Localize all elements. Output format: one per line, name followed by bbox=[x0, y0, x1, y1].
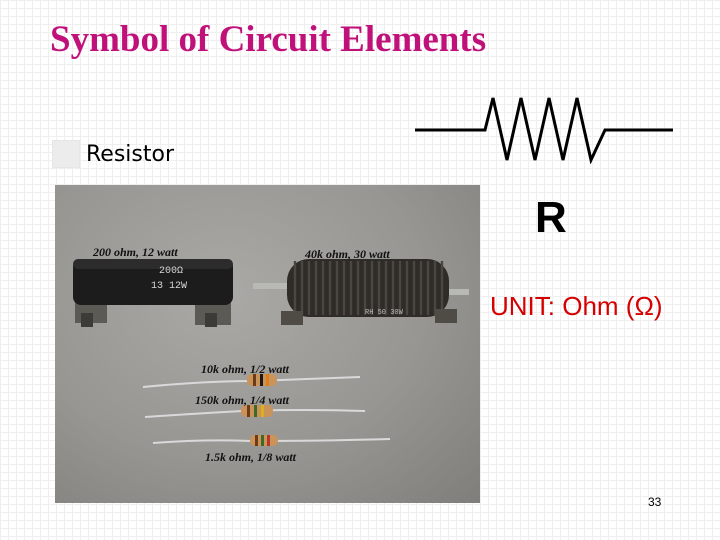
caption-150k-ohm: 150k ohm, 1/4 watt bbox=[195, 393, 290, 407]
resistors-illustration bbox=[73, 259, 469, 446]
caption-10k-ohm: 10k ohm, 1/2 watt bbox=[201, 362, 290, 376]
caption-40k-ohm: 40k ohm, 30 watt bbox=[305, 247, 390, 261]
bullet-item: Resistor bbox=[52, 140, 174, 168]
bullet-square-icon bbox=[52, 140, 80, 168]
coil-resistor-marking: RH 50 30W bbox=[365, 309, 403, 317]
unit-label: UNIT: Ohm (Ω) bbox=[490, 291, 663, 321]
power-resistor-200ohm bbox=[73, 259, 233, 327]
wirewound-resistor-40k bbox=[253, 259, 469, 325]
big-resistor-marking-2: 13 12W bbox=[151, 281, 188, 292]
caption-200-ohm: 200 ohm, 12 watt bbox=[93, 245, 178, 259]
axial-resistor-10k bbox=[142, 374, 361, 388]
resistor-symbol-letter: R bbox=[535, 193, 567, 242]
bullet-label: Resistor bbox=[86, 141, 174, 167]
resistors-photo: 200 ohm, 12 watt 40k ohm, 30 watt 10k oh… bbox=[55, 185, 480, 503]
axial-resistor-1-5k bbox=[152, 435, 391, 446]
resistor-symbol-icon bbox=[415, 97, 673, 164]
page-number: 33 bbox=[648, 495, 662, 509]
big-resistor-marking-1: 200Ω bbox=[159, 266, 184, 277]
axial-resistor-150k bbox=[144, 405, 366, 418]
caption-1-5k-ohm: 1.5k ohm, 1/8 watt bbox=[205, 450, 297, 464]
slide-title: Symbol of Circuit Elements bbox=[50, 19, 487, 60]
